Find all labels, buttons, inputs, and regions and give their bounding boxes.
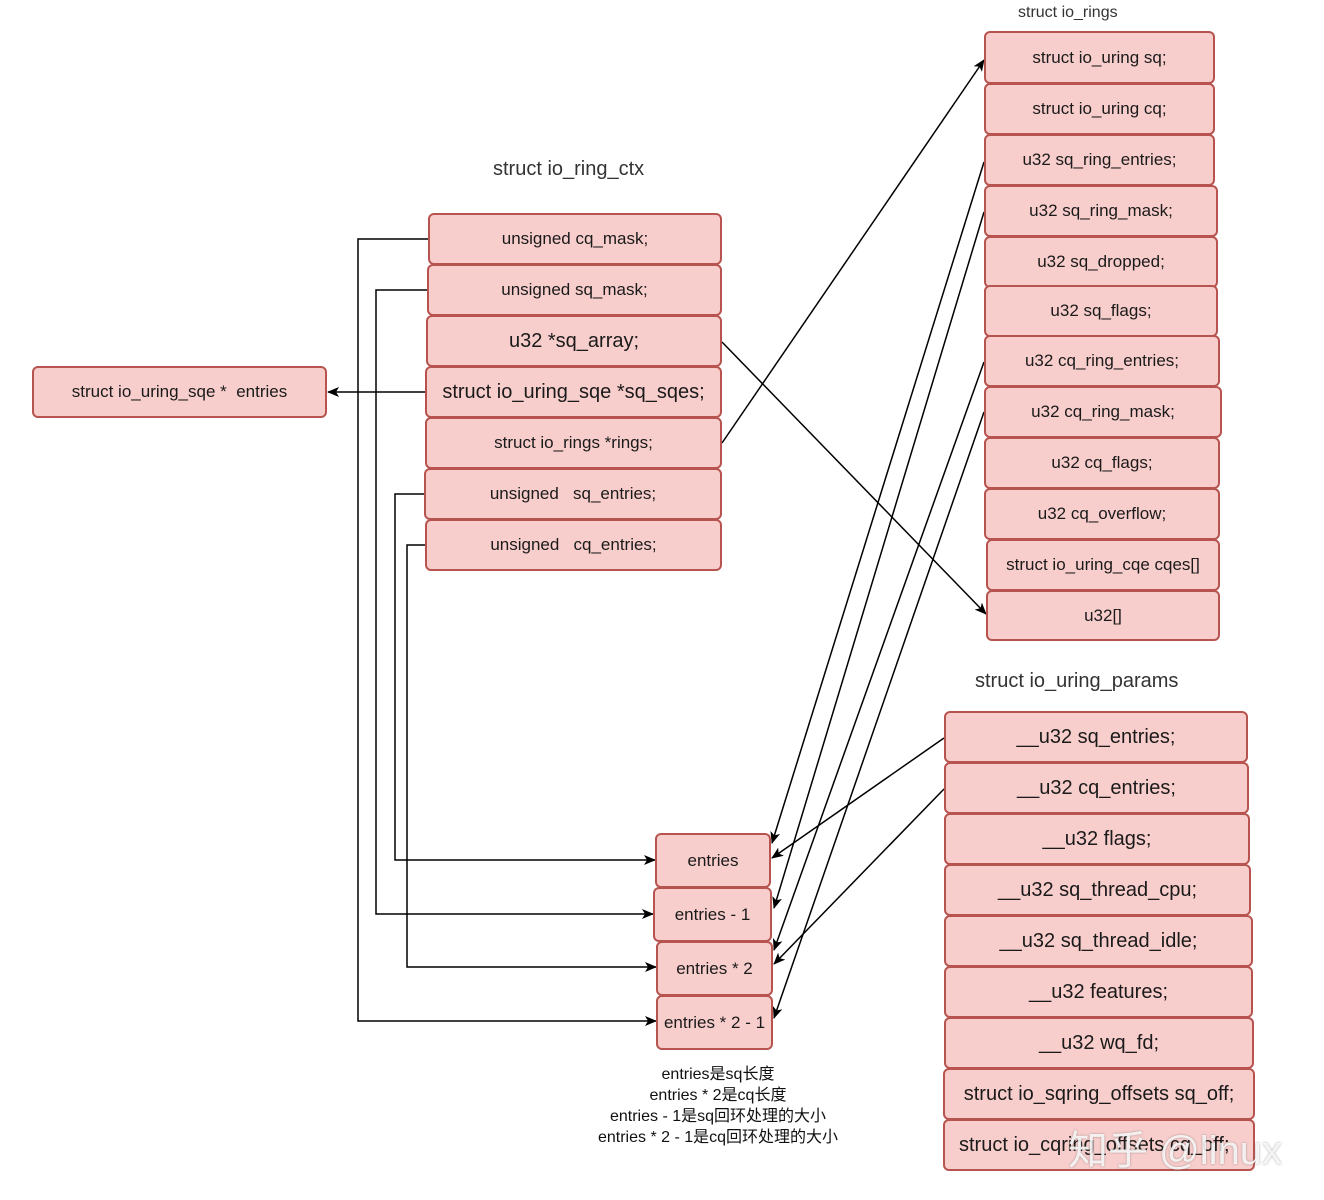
ctx-field-cq-mask[interactable]: unsigned cq_mask; [428, 213, 722, 265]
params-title: struct io_uring_params [975, 670, 1179, 692]
arrow-cq-ring-entries-to-entries-x2 [772, 361, 985, 951]
params-field-cq-entries[interactable]: __u32 cq_entries; [944, 762, 1249, 814]
arrow-sq-mask-to-entries-minus-1 [375, 289, 654, 919]
arrow-cq-entries-to-entries-x2 [406, 544, 657, 972]
rings-field-cq-flags[interactable]: u32 cq_flags; [984, 437, 1220, 489]
note-line: entries * 2是cq长度 [649, 1087, 787, 1104]
params-field-flags[interactable]: __u32 flags; [944, 813, 1250, 865]
rings-field-sq-ring-mask[interactable]: u32 sq_ring_mask; [984, 185, 1218, 237]
rings-title: struct io_rings [1018, 4, 1118, 21]
entries-x2-minus-1-box[interactable]: entries * 2 - 1 [656, 995, 773, 1050]
params-field-wq-fd[interactable]: __u32 wq_fd; [944, 1017, 1254, 1069]
arrow-param-cq-entries-to-entries-x2 [773, 788, 945, 965]
ctx-field-cq-entries[interactable]: unsigned cq_entries; [425, 519, 722, 571]
arrow-sq-entries-to-entries [394, 493, 656, 865]
ctx-field-sq-entries[interactable]: unsigned sq_entries; [424, 468, 722, 520]
ctx-field-sq-array[interactable]: u32 *sq_array; [426, 315, 722, 367]
note-line: entries是sq长度 [661, 1066, 775, 1083]
params-field-cq-off[interactable]: struct io_cqring_offsets cq_off; [943, 1119, 1255, 1171]
params-field-sq-off[interactable]: struct io_sqring_offsets sq_off; [943, 1068, 1255, 1120]
entries-x2-box[interactable]: entries * 2 [656, 941, 773, 996]
ctx-field-rings[interactable]: struct io_rings *rings; [425, 417, 722, 469]
arrow-sq-ring-entries-to-entries [770, 161, 985, 844]
arrow-rings-ptr-to-io-rings [721, 59, 985, 444]
arrow-cq-mask-to-entries-x2-minus-1 [357, 238, 657, 1026]
ctx-field-sq-mask[interactable]: unsigned sq_mask; [427, 264, 722, 316]
note-line: entries - 1是sq回环处理的大小 [609, 1108, 827, 1125]
ctx-title: struct io_ring_ctx [493, 158, 645, 180]
rings-field-sq[interactable]: struct io_uring sq; [984, 31, 1215, 84]
entries-box[interactable]: entries [655, 833, 771, 888]
ctx-field-sq-sqes[interactable]: struct io_uring_sqe *sq_sqes; [425, 366, 722, 418]
rings-field-cqes[interactable]: struct io_uring_cqe cqes[] [986, 539, 1220, 591]
rings-field-sq-dropped[interactable]: u32 sq_dropped; [984, 236, 1218, 288]
arrow-cq-ring-mask-to-entries-x2-minus-1 [772, 411, 985, 1019]
rings-field-cq[interactable]: struct io_uring cq; [984, 83, 1215, 135]
arrow-param-sq-entries-to-entries [771, 737, 945, 859]
rings-field-sq-flags[interactable]: u32 sq_flags; [984, 285, 1218, 337]
arrow-sq-ring-mask-to-entries-minus-1 [772, 211, 985, 909]
entries-minus-1-box[interactable]: entries - 1 [653, 887, 772, 942]
rings-field-u32-array[interactable]: u32[] [986, 590, 1220, 641]
arrow-sq-array-to-u32-array [721, 341, 987, 615]
params-field-sq-thread-idle[interactable]: __u32 sq_thread_idle; [944, 915, 1253, 967]
explanation-note: entries是sq长度 entries * 2是cq长度 entries - … [560, 1064, 876, 1148]
note-line: entries * 2 - 1是cq回环处理的大小 [597, 1129, 839, 1146]
watermark: 知乎 @linux [1068, 1129, 1282, 1173]
rings-field-cq-ring-mask[interactable]: u32 cq_ring_mask; [984, 386, 1222, 438]
rings-field-cq-overflow[interactable]: u32 cq_overflow; [984, 488, 1220, 540]
params-field-sq-thread-cpu[interactable]: __u32 sq_thread_cpu; [944, 864, 1251, 916]
sqe-entries-box[interactable]: struct io_uring_sqe * entries [32, 366, 327, 418]
rings-field-cq-ring-entries[interactable]: u32 cq_ring_entries; [984, 335, 1220, 387]
params-field-features[interactable]: __u32 features; [944, 966, 1253, 1018]
rings-field-sq-ring-entries[interactable]: u32 sq_ring_entries; [984, 134, 1215, 186]
params-field-sq-entries[interactable]: __u32 sq_entries; [944, 711, 1248, 763]
